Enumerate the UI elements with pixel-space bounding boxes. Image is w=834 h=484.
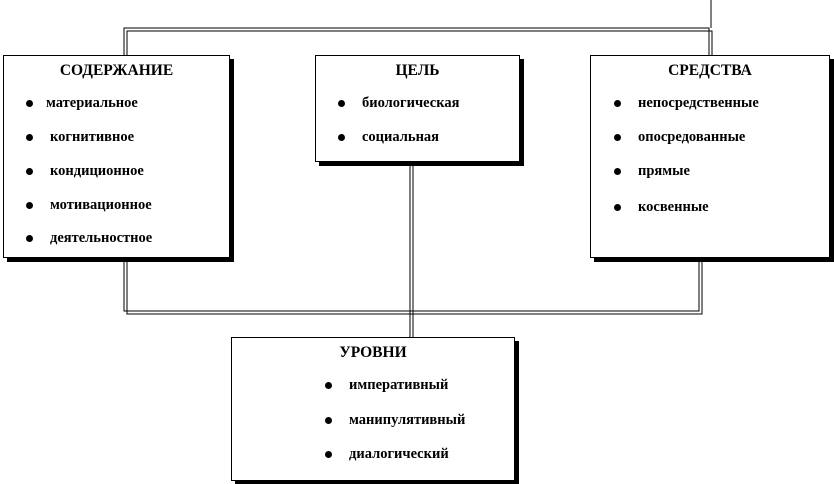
- bullet-icon: [338, 134, 345, 141]
- content-box-title: СОДЕРЖАНИЕ: [59, 62, 174, 79]
- top-connector-shadow: [126, 30, 713, 55]
- bullet-icon: [26, 235, 33, 242]
- bullet-icon: [614, 204, 621, 211]
- bullet-icon: [338, 100, 345, 107]
- top-connector: [123, 27, 710, 55]
- bullet-icon: [614, 100, 621, 107]
- bullet-icon: [325, 451, 332, 458]
- levels-box-title: УРОВНИ: [339, 344, 407, 361]
- bottom-connector: [123, 262, 700, 312]
- bottom-connector-shadow: [126, 262, 703, 315]
- bullet-icon: [614, 168, 621, 175]
- goal-box-title: ЦЕЛЬ: [395, 62, 440, 79]
- bullet-icon: [325, 417, 332, 424]
- bullet-icon: [26, 202, 33, 209]
- bullet-icon: [26, 134, 33, 141]
- means-box-title: СРЕДСТВА: [668, 62, 752, 79]
- content-box: СОДЕРЖАНИЕ материальное когнитивное конд…: [3, 55, 230, 258]
- bullet-icon: [26, 100, 33, 107]
- levels-box: УРОВНИ императивный манипулятивный диало…: [231, 337, 515, 481]
- bullet-icon: [26, 168, 33, 175]
- means-box: СРЕДСТВА непосредственные опосредованные…: [590, 55, 830, 258]
- goal-box: ЦЕЛЬ биологическая социальная: [315, 55, 520, 162]
- bullet-icon: [325, 382, 332, 389]
- bullet-icon: [614, 134, 621, 141]
